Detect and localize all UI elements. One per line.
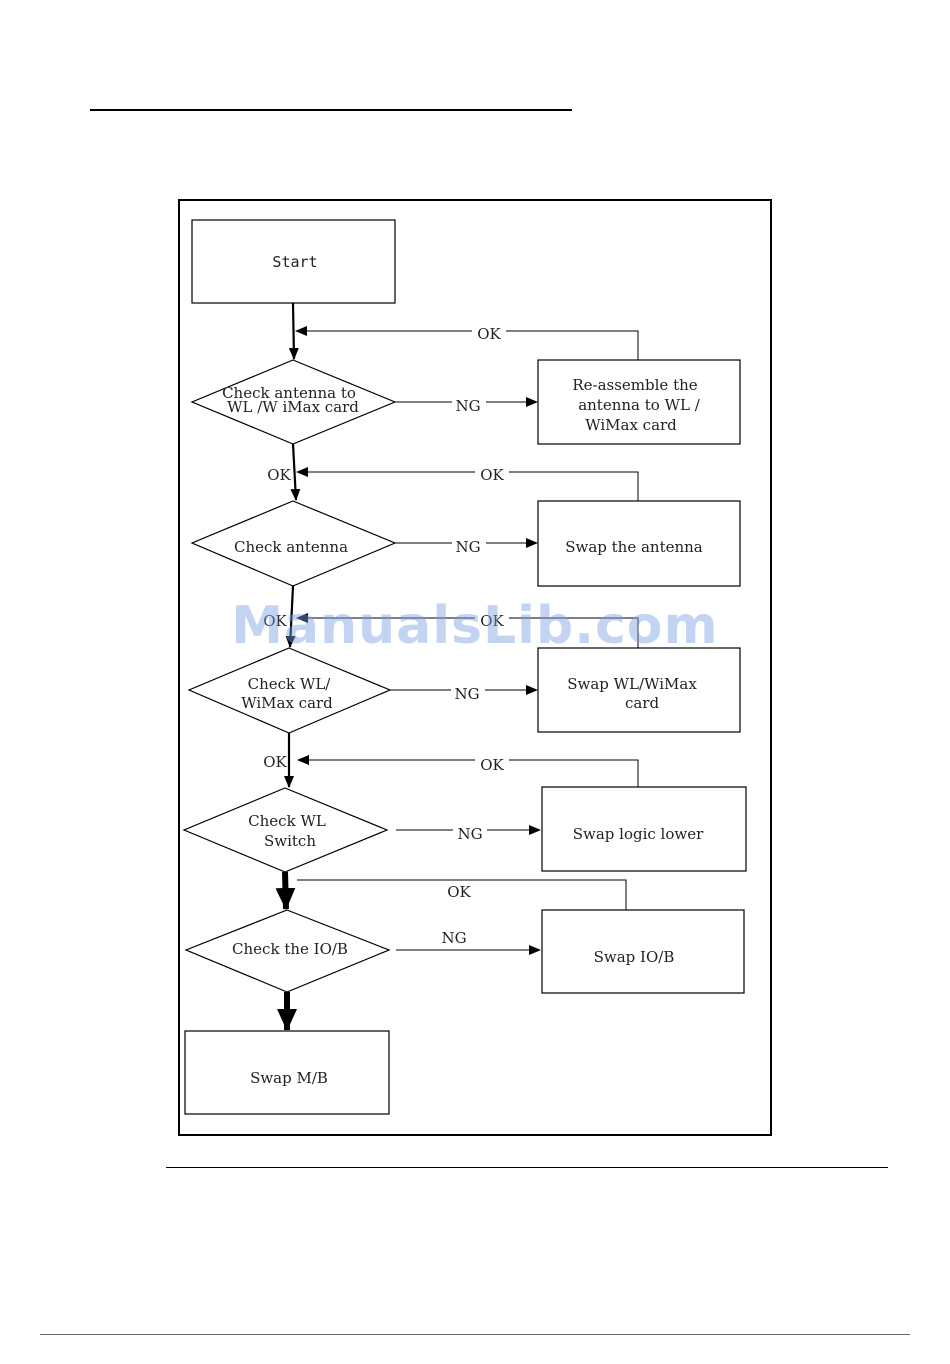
end-swap-mb-label: Swap M/B — [250, 1069, 328, 1087]
ok-label-step1: OK — [267, 466, 291, 484]
action-reassemble-antenna-line-2: antenna to WL / — [578, 396, 701, 414]
ng-label-step5: NG — [441, 929, 466, 947]
action-swap-io-board-label: Swap IO/B — [594, 948, 675, 966]
ng-label-step3: NG — [454, 685, 479, 703]
ok-label-step3: OK — [263, 753, 287, 771]
ok-return-label-step5: OK — [447, 883, 471, 901]
ng-label-step4: NG — [457, 825, 482, 843]
action-swap-antenna-label: Swap the antenna — [565, 538, 703, 556]
ok-return-label-step4: OK — [480, 756, 504, 774]
action-reassemble-antenna-line-3: WiMax card — [585, 416, 677, 434]
action-swap-wl-wimax-line-1: Swap WL/WiMax — [567, 675, 697, 693]
ng-label-step1: NG — [455, 397, 480, 415]
ok-return-step1 — [296, 331, 638, 360]
connector-step4-step5 — [285, 872, 286, 909]
decision-check-io-board-label: Check the IO/B — [232, 940, 348, 958]
decision-check-wl-wimax-card-line-1: Check WL/ — [248, 675, 332, 693]
ok-return-step2 — [297, 472, 638, 501]
start-label: Start — [272, 253, 317, 271]
decision-check-wl-wimax-card-line-2: WiMax card — [241, 694, 333, 712]
ok-return-step3 — [297, 618, 638, 648]
decision-check-antenna-connection-line-2: WL /W iMax card — [227, 398, 359, 416]
decision-check-wl-switch-line-1: Check WL — [248, 812, 326, 830]
ok-return-label-step2: OK — [480, 466, 504, 484]
ok-label-step2: OK — [263, 612, 287, 630]
decision-check-antenna-label: Check antenna — [234, 538, 348, 556]
action-reassemble-antenna-line-1: Re-assemble the — [572, 376, 697, 394]
connector-start-step1 — [293, 303, 294, 359]
ng-label-step2: NG — [455, 538, 480, 556]
connector-step1-step2 — [293, 444, 296, 500]
decision-check-wl-switch-line-2: Switch — [264, 832, 316, 850]
connector-step2-step3 — [290, 586, 293, 647]
action-swap-logic-lower-label: Swap logic lower — [573, 825, 704, 843]
ok-return-step4 — [298, 760, 638, 787]
ok-return-label-step3: OK — [480, 612, 504, 630]
action-swap-wl-wimax-line-2: card — [625, 694, 660, 712]
decision-check-wl-switch — [184, 788, 387, 872]
ok-return-label-step1: OK — [477, 325, 501, 343]
